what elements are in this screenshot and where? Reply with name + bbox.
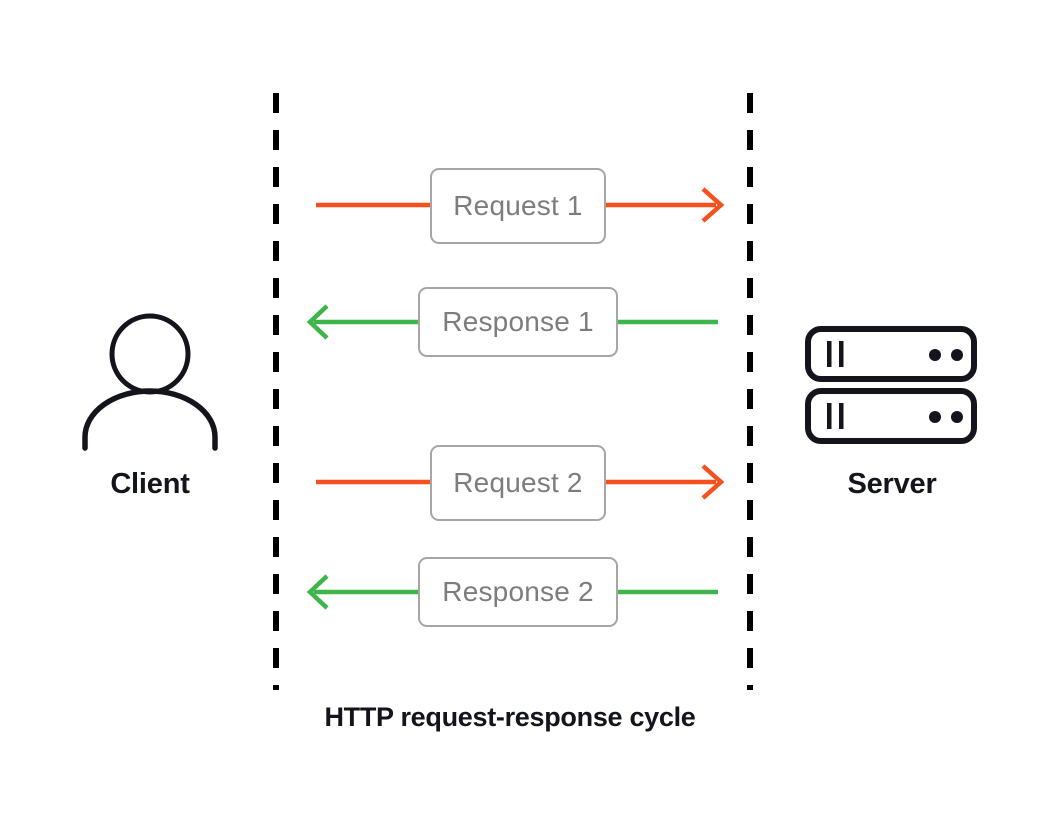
- server-rack-icon: [805, 326, 977, 444]
- server-unit-top: [805, 326, 977, 382]
- client-label: Client: [110, 468, 190, 500]
- server-bar-icon: [839, 403, 844, 429]
- message-label: Request 1: [453, 190, 583, 221]
- message-box-response-2[interactable]: Response 2: [418, 557, 618, 627]
- response-2-arrow: [306, 574, 718, 610]
- request-1-arrowhead-icon: [701, 187, 725, 223]
- message-box-request-1[interactable]: Request 1: [430, 168, 606, 244]
- person-head-icon: [109, 313, 191, 395]
- message-box-response-1[interactable]: Response 1: [418, 287, 618, 357]
- server-bar-icon: [827, 341, 832, 367]
- person-shoulders-icon: [82, 388, 218, 451]
- message-box-request-2[interactable]: Request 2: [430, 445, 606, 521]
- server-led-icon: [951, 349, 963, 361]
- request-1-arrow: [316, 187, 725, 223]
- server-unit-top-body: [805, 326, 977, 382]
- message-label: Response 2: [442, 576, 594, 607]
- server-unit-bottom-body: [805, 388, 977, 444]
- request-2-arrow: [316, 464, 725, 500]
- server-label: Server: [847, 468, 937, 500]
- message-label: Response 1: [442, 306, 594, 337]
- request-2-arrowhead-icon: [701, 464, 725, 500]
- server-led-icon: [951, 411, 963, 423]
- response-1-arrowhead-icon: [306, 304, 329, 340]
- response-1-arrow: [306, 304, 718, 340]
- diagram-caption: HTTP request-response cycle: [324, 702, 696, 732]
- server-led-icon: [929, 411, 941, 423]
- server-led-icon: [929, 349, 941, 361]
- server-unit-bottom: [805, 388, 977, 444]
- client-person-icon: [82, 313, 218, 451]
- response-2-arrowhead-icon: [306, 574, 329, 610]
- server-bar-icon: [839, 341, 844, 367]
- message-label: Request 2: [453, 467, 583, 498]
- server-bar-icon: [827, 403, 832, 429]
